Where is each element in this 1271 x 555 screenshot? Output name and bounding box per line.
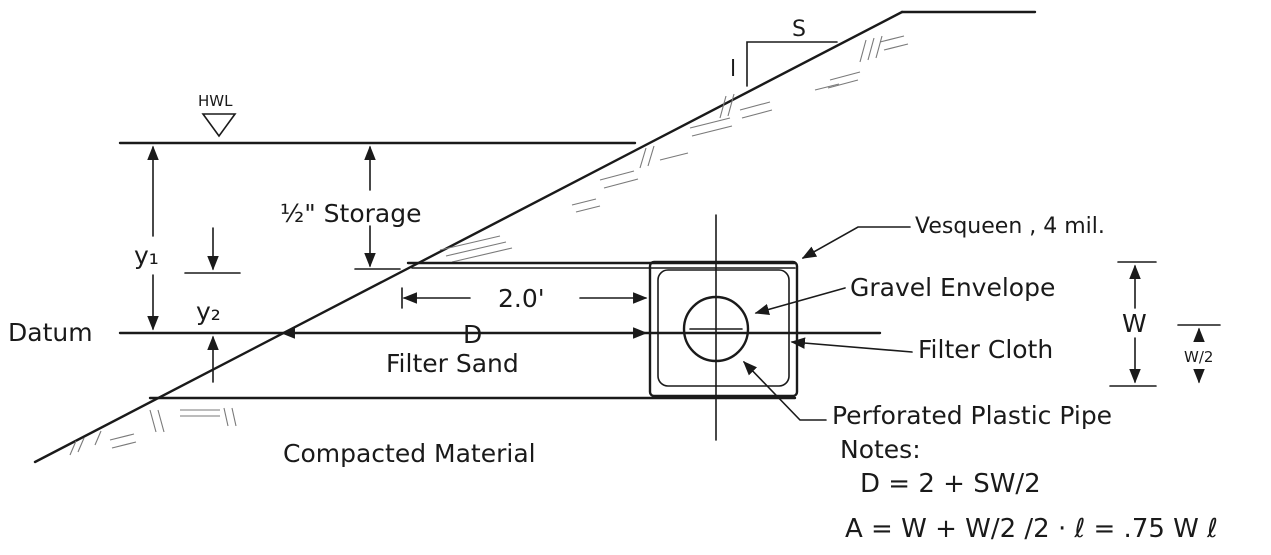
gravel-envelope-label: Gravel Envelope [850,273,1055,302]
formula-d: D = 2 + SW/2 [860,469,1041,499]
datum-label: Datum [8,318,93,347]
filter-sand-label: Filter Sand [386,349,519,378]
slope-1-label: l [730,57,736,82]
vesqueen-label: Vesqueen , 4 mil. [915,214,1105,239]
vesqueen-leader [801,226,911,259]
slope-ratio-indicator [746,41,838,87]
y1-label: y₁ [134,241,159,270]
filter-cloth-inner-box [657,269,790,387]
formula-a: A = W + W/2 /2 · ℓ = .75 W ℓ [845,514,1218,544]
filter-cloth-label: Filter Cloth [918,335,1053,364]
notes-heading: Notes: [840,435,921,464]
y2-label: y₂ [196,297,221,326]
distance-2ft-label: 2.0' [498,284,545,313]
gravel-envelope-leader [754,287,846,316]
soil-hatching [69,35,909,456]
perforated-pipe-leader [742,360,827,421]
slope-s-label: S [792,17,806,42]
w-half-label: W/2 [1184,348,1213,366]
compacted-material-label: Compacted Material [283,439,536,468]
embankment-slope-line [33,10,904,464]
distance-d-label: D [463,320,482,349]
perforated-pipe-label: Perforated Plastic Pipe [832,401,1112,430]
storage-label: ½" Storage [280,199,422,228]
hwl-label: HWL [198,92,233,110]
filter-cloth-leader [790,337,913,353]
w-label: W [1122,309,1147,338]
hwl-triangle-icon [201,113,237,138]
vesqueen-outer-box [648,260,799,398]
